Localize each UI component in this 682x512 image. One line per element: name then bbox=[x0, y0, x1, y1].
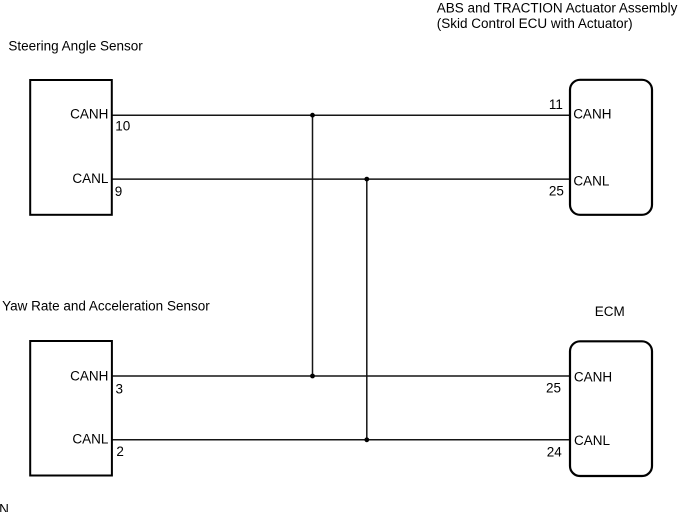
svg-text:2: 2 bbox=[116, 444, 124, 459]
svg-text:CANL: CANL bbox=[72, 171, 109, 186]
svg-text:(Skid Control ECU with Actuato: (Skid Control ECU with Actuator) bbox=[437, 16, 633, 31]
svg-text:25: 25 bbox=[549, 184, 564, 199]
svg-text:25: 25 bbox=[546, 381, 561, 396]
svg-text:CANH: CANH bbox=[574, 370, 612, 385]
svg-text:CANL: CANL bbox=[573, 174, 610, 189]
svg-text:24: 24 bbox=[547, 445, 563, 460]
svg-text:ABS and TRACTION Actuator Asse: ABS and TRACTION Actuator Assembly bbox=[437, 1, 678, 16]
svg-text:ECM: ECM bbox=[595, 304, 625, 319]
svg-text:CANH: CANH bbox=[573, 106, 611, 121]
svg-text:9: 9 bbox=[115, 184, 123, 199]
svg-text:10: 10 bbox=[115, 118, 130, 133]
svg-text:Steering Angle Sensor: Steering Angle Sensor bbox=[8, 38, 143, 53]
svg-text:3: 3 bbox=[116, 382, 124, 397]
svg-text:CANL: CANL bbox=[574, 433, 611, 448]
svg-text:11: 11 bbox=[549, 97, 563, 112]
svg-text:Yaw Rate and Acceleration Sens: Yaw Rate and Acceleration Sensor bbox=[2, 299, 210, 314]
svg-text:CANH: CANH bbox=[70, 369, 108, 384]
svg-text:CANL: CANL bbox=[72, 431, 109, 446]
svg-text:CANH: CANH bbox=[70, 107, 108, 122]
svg-text:N: N bbox=[0, 501, 9, 512]
